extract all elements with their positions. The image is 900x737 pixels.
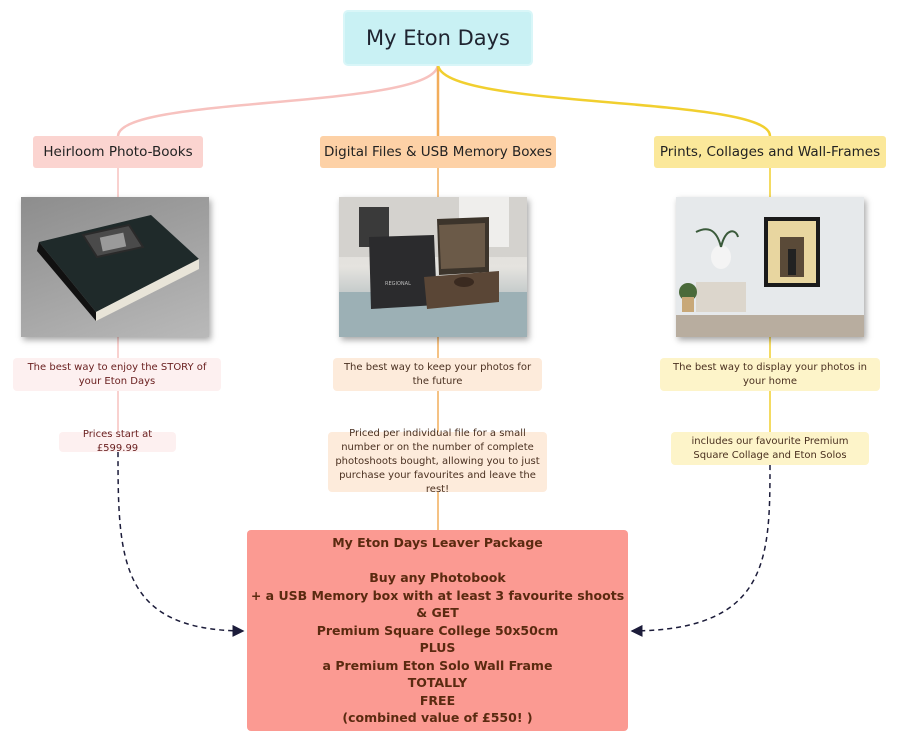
note-photo-books-price: Prices start at £599.99 [59,429,176,454]
leaver-package-box[interactable]: My Eton Days Leaver Package Buy any Phot… [247,530,628,731]
note-prints-includes: includes our favourite Premium Square Co… [671,432,869,465]
usb-memory-box-image: REGIONAL [339,197,527,337]
photo-book-album-image [21,197,209,337]
package-line: a Premium Eton Solo Wall Frame [322,657,553,673]
package-title: My Eton Days Leaver Package [332,535,543,550]
framed-print-image [676,197,864,337]
package-line: & GET [416,605,459,620]
package-line: PLUS [419,640,456,655]
package-line: + a USB Memory box with at least 3 favou… [250,587,625,603]
note-photo-books-story: The best way to enjoy the STORY of your … [13,358,221,391]
note-digital-files-pricing: Priced per individual file for a small n… [328,428,547,495]
branch-prints[interactable]: Prints, Collages and Wall-Frames [654,136,886,168]
connector-root-right [436,63,772,137]
dashed-arrow-left [117,451,245,637]
svg-text:REGIONAL: REGIONAL [385,281,411,287]
package-line: Premium Square College 50x50cm [316,622,559,638]
package-line: FREE [419,692,456,708]
note-prints-display: The best way to display your photos in y… [660,358,880,391]
dashed-arrow-right [630,464,771,637]
package-line: TOTALLY [407,675,468,690]
root-node-title[interactable]: My Eton Days [345,12,531,64]
package-line: Buy any Photobook [369,570,506,585]
connector-root-left [116,63,440,137]
branch-photo-books[interactable]: Heirloom Photo-Books [33,136,203,168]
branch-digital-files[interactable]: Digital Files & USB Memory Boxes [320,136,556,168]
package-line [247,552,628,570]
note-digital-files-future: The best way to keep your photos for the… [333,358,542,391]
package-line: (combined value of £550! ) [342,710,533,725]
